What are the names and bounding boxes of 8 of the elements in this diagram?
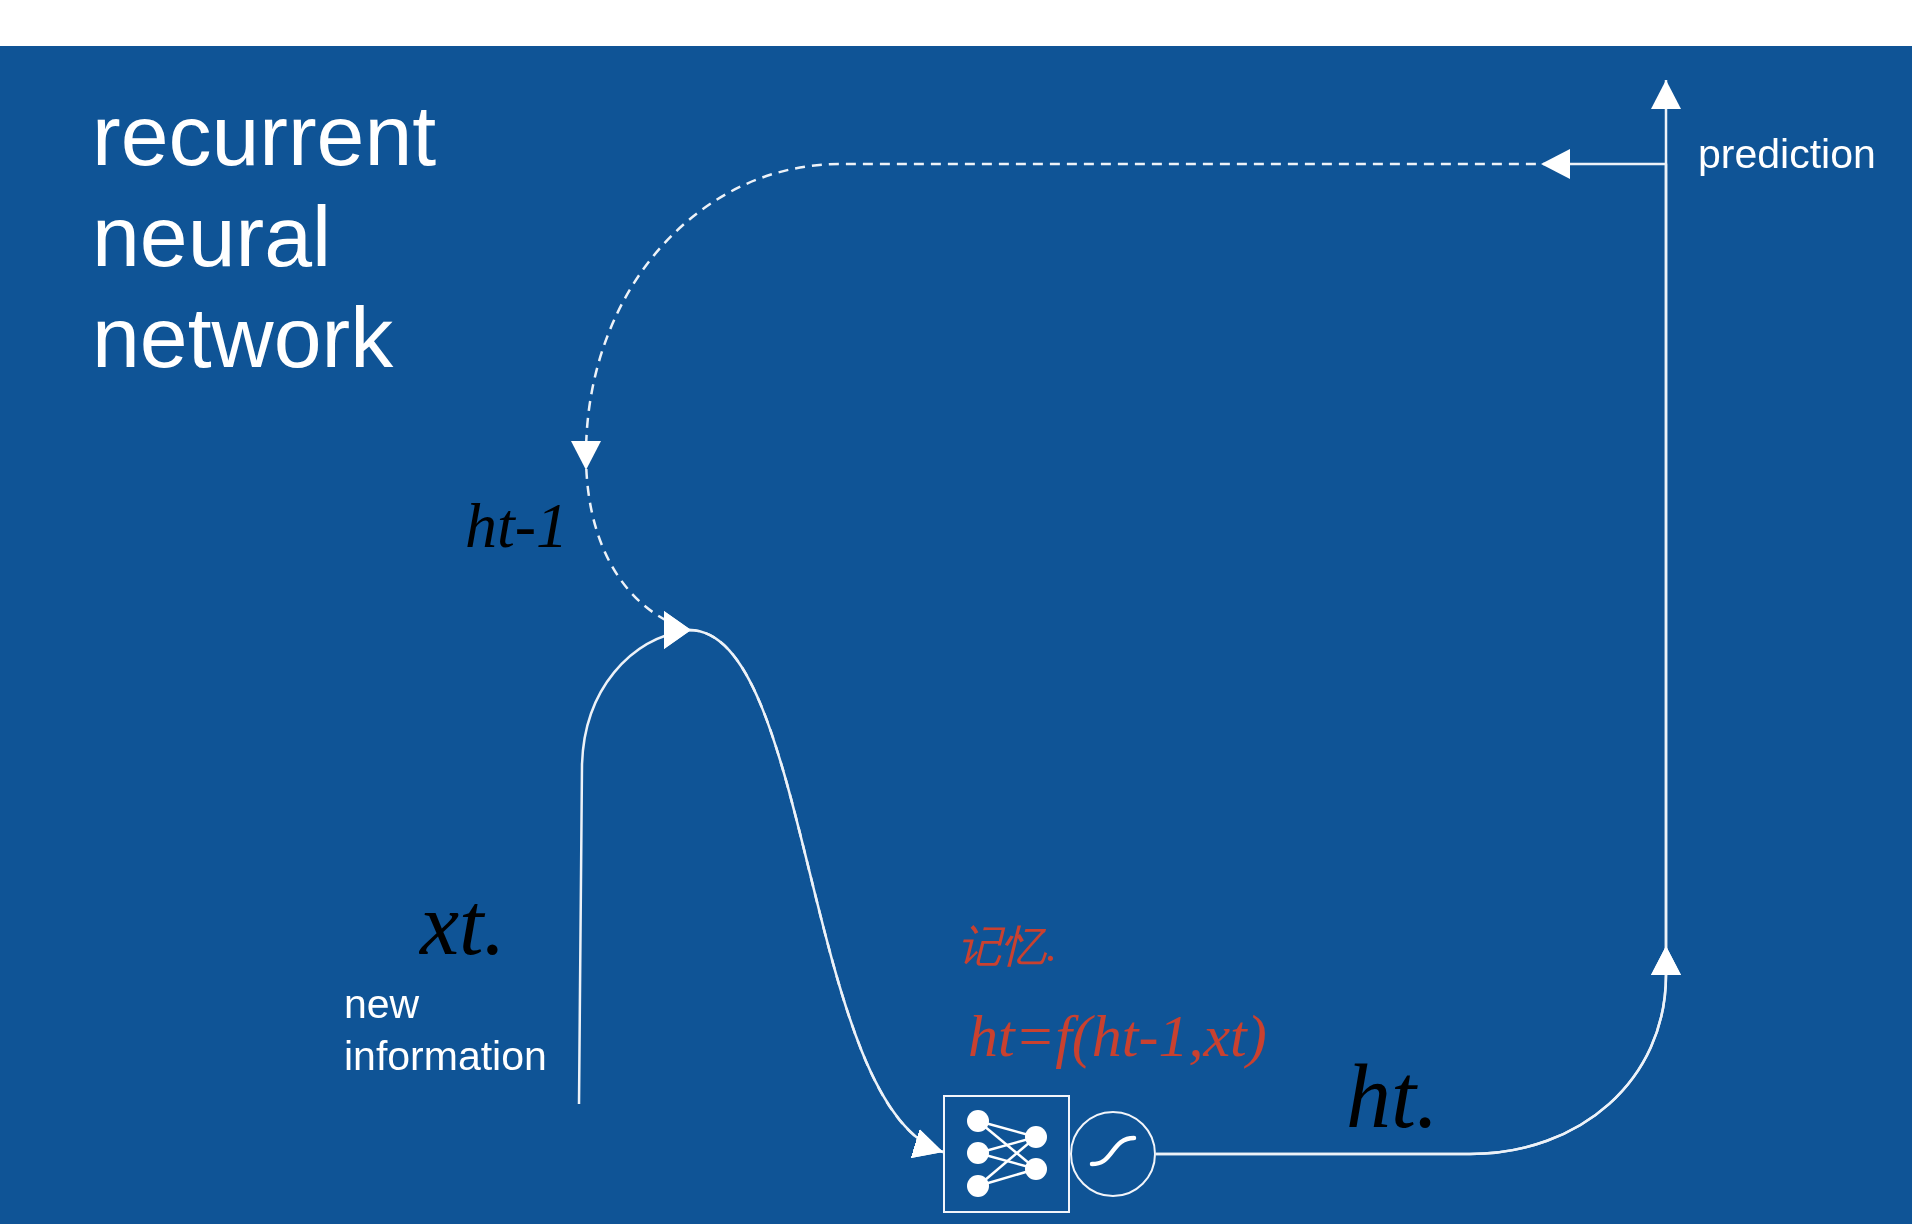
title: recurrent neural network [92, 86, 437, 387]
handwritten-note: xt. [420, 881, 506, 969]
handwritten-note: 记忆. [958, 925, 1057, 969]
node-label: new information [344, 980, 547, 1081]
dashed-arrow [571, 149, 1681, 1156]
activation-circle [1070, 1111, 1156, 1197]
network-box [943, 1095, 1070, 1213]
handwritten-note: ht. [1346, 1052, 1439, 1142]
